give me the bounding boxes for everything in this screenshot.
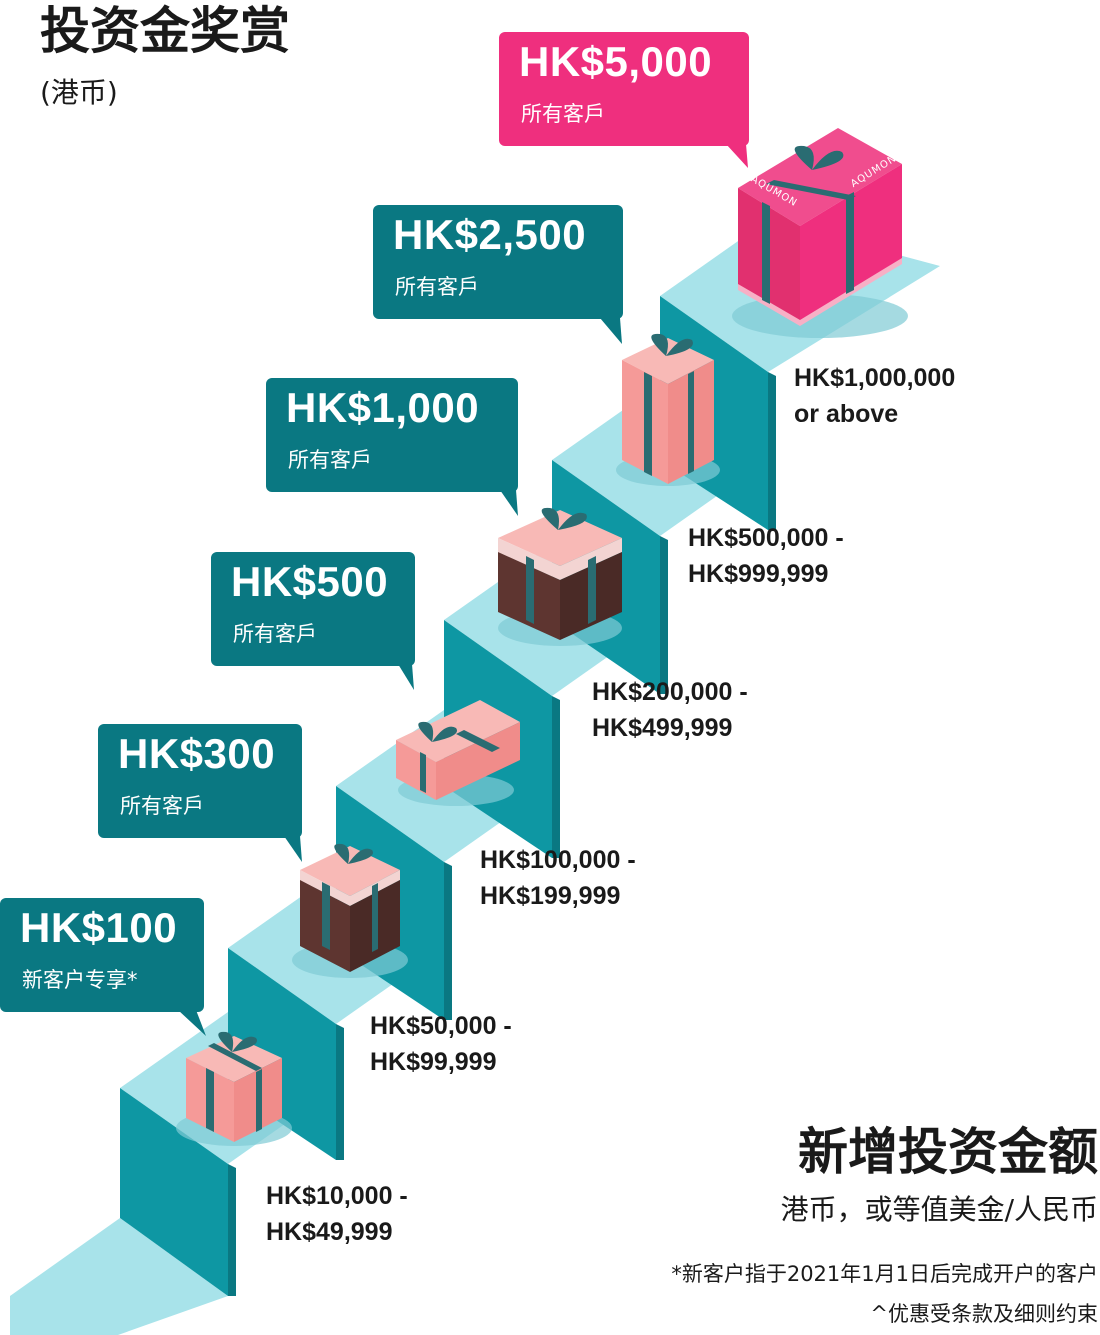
range-line-2: HK$999,999 xyxy=(688,560,829,588)
range-line-2: HK$99,999 xyxy=(370,1048,497,1076)
range-line-2: HK$199,999 xyxy=(480,882,621,910)
range-line-1: HK$1,000,000 xyxy=(794,364,956,392)
investment-range-tier-1: HK$10,000 - HK$49,999 xyxy=(266,1178,408,1250)
footnote-new-client: *新客户指于2021年1月1日后完成开户的客户 xyxy=(671,1262,1098,1286)
range-line-1: HK$200,000 - xyxy=(592,678,748,706)
footnote-terms: ^优惠受条款及细则约束 xyxy=(870,1302,1098,1326)
reward-amount: HK$500 xyxy=(231,558,389,605)
range-line-1: HK$10,000 - xyxy=(266,1182,408,1210)
range-line-1: HK$50,000 - xyxy=(370,1012,512,1040)
reward-amount: HK$2,500 xyxy=(393,211,587,258)
reward-amount: HK$100 xyxy=(20,904,178,951)
range-line-2: HK$499,999 xyxy=(592,714,733,742)
range-line-1: HK$500,000 - xyxy=(688,524,844,552)
reward-eligibility: 所有客戶 xyxy=(288,448,372,472)
range-line-2: or above xyxy=(794,400,899,428)
reward-amount: HK$5,000 xyxy=(519,38,713,85)
reward-amount: HK$1,000 xyxy=(286,384,480,431)
currency-note: 港币，或等值美金/人民币 xyxy=(780,1193,1098,1226)
reward-eligibility: 新客户专享* xyxy=(22,968,138,992)
investment-range-tier-4: HK$200,000 - HK$499,999 xyxy=(592,674,748,746)
reward-bubble-tier-4: HK$1,000 所有客戶 xyxy=(266,378,518,492)
range-line-2: HK$49,999 xyxy=(266,1218,393,1246)
reward-eligibility: 所有客戶 xyxy=(521,102,605,126)
reward-bubble-tier-6: HK$5,000 所有客戶 xyxy=(499,32,749,146)
investment-range-tier-3: HK$100,000 - HK$199,999 xyxy=(480,842,636,914)
page-title: 投资金奖赏 xyxy=(40,2,290,60)
reward-eligibility: 所有客戶 xyxy=(395,275,479,299)
reward-bubble-tier-3: HK$500 所有客戶 xyxy=(211,552,415,666)
axis-headline: 新增投资金额 xyxy=(798,1123,1098,1181)
reward-eligibility: 所有客戶 xyxy=(233,622,317,646)
reward-eligibility: 所有客戶 xyxy=(120,794,204,818)
reward-amount: HK$300 xyxy=(118,730,276,777)
range-line-1: HK$100,000 - xyxy=(480,846,636,874)
currency-subtitle: (港币) xyxy=(40,76,118,109)
reward-bubble-tier-2: HK$300 所有客戶 xyxy=(98,724,302,838)
reward-bubble-tier-1: HK$100 新客户专享* xyxy=(0,898,204,1012)
investment-range-tier-5: HK$500,000 - HK$999,999 xyxy=(688,520,844,592)
investment-range-tier-6: HK$1,000,000 or above xyxy=(794,360,955,432)
reward-bubble-tier-5: HK$2,500 所有客戶 xyxy=(373,205,623,319)
investment-range-tier-2: HK$50,000 - HK$99,999 xyxy=(370,1008,512,1080)
